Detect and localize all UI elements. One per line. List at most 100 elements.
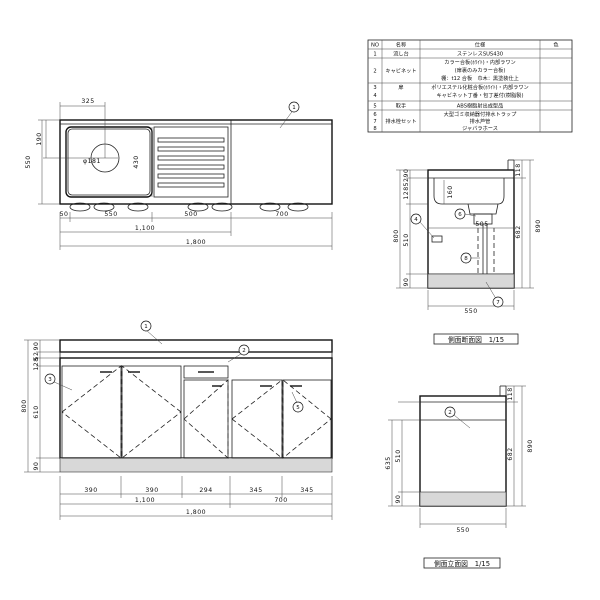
section-dim-depth: 550 <box>464 308 477 315</box>
table-row-3-spec-a: ポリエステル化粧合板(ﾎﾜｲﾄ)・内部ラワン <box>431 83 528 91</box>
plinth <box>59 457 333 473</box>
table-row-3-name: 扉 <box>398 83 403 91</box>
front-dim-overall: 1,800 <box>186 509 206 516</box>
callout-4-section <box>410 213 422 225</box>
top-dim-worktop: 700 <box>275 211 288 218</box>
callout-8-section-label: 8 <box>464 256 468 262</box>
callout-2-elevation-label: 2 <box>448 410 452 416</box>
front-dim-unit-a: 1,100 <box>135 497 155 504</box>
table-row-3-spec-b: キャビネット丁番・包丁差付(樹脂製) <box>436 91 523 99</box>
door-2 <box>121 365 182 459</box>
door-3 <box>183 379 229 459</box>
table-row-2-name: キャビネット <box>385 67 416 75</box>
front-dim-d4: 345 <box>249 487 262 494</box>
front-view: 90 52 128 610 90 800 390 390 294 345 345… <box>21 320 333 520</box>
table-row-6-spec-b: 排水芦管 <box>470 117 491 125</box>
section-dim-total-right: 890 <box>535 219 542 232</box>
table-row-6-spec-a: 大型ゴミ収納器付排水トラップ <box>444 110 517 118</box>
table-row-5-no: 5 <box>373 104 376 110</box>
callout-2-front-label: 2 <box>242 348 246 354</box>
top-dim-bowl-depth: 190 <box>36 132 43 145</box>
table-row-6-spec-c: ジャバラホース <box>462 125 498 132</box>
drawer <box>183 365 229 379</box>
callout-2-elevation <box>444 406 456 418</box>
callout-1-front <box>140 320 152 332</box>
elev-dim-inner: 682 <box>507 447 514 460</box>
callout-5-front <box>292 401 304 413</box>
elevation-caption: 側面立面図 1/15 <box>434 559 490 568</box>
section-dim-upper: 128 <box>403 186 410 199</box>
door-1 <box>61 365 122 459</box>
section-dim-bowl-depth: 160 <box>447 185 454 198</box>
table-row-3-no-b: 4 <box>373 93 377 99</box>
table-row-6-name: 排水栓セット <box>385 117 416 125</box>
table-row-1-no: 1 <box>373 52 376 58</box>
elev-dim-total-left: 635 <box>385 456 392 469</box>
door-5 <box>282 379 332 459</box>
callout-4-section-label: 4 <box>414 217 418 223</box>
side-section-view: 90 52 128 510 90 800 118 682 890 160 505… <box>393 159 542 345</box>
parts-table: NO 名称 仕様 色 1 流し台 ステンレスSUS430 2 キャビネット カラ… <box>367 39 573 133</box>
elev-dim-total-right: 890 <box>527 439 534 452</box>
table-header-color: 色 <box>553 41 558 49</box>
top-dim-drainboard: 500 <box>184 211 197 218</box>
section-dim-rail: 52 <box>403 178 410 187</box>
table-row-1-spec: ステンレスSUS430 <box>457 51 503 58</box>
callout-1-top <box>288 101 300 113</box>
section-dim-total: 800 <box>393 229 400 242</box>
front-dim-drawer: 128 <box>33 357 40 370</box>
door-4 <box>231 379 283 459</box>
front-dim-d1: 390 <box>84 487 97 494</box>
table-header-spec: 仕様 <box>475 41 486 49</box>
front-dim-d5: 345 <box>300 487 313 494</box>
callout-2-front <box>238 344 250 356</box>
top-dim-bowl-diameter: φ181 <box>83 158 101 165</box>
top-dim-bowl-length: 430 <box>133 155 140 168</box>
section-dim-inner: 682 <box>515 225 522 238</box>
top-dim-overall: 1,800 <box>186 239 206 246</box>
table-row-6-no-a: 6 <box>373 112 376 118</box>
callout-1-top-label: 1 <box>292 105 296 111</box>
table-row-6-no-c: 8 <box>373 126 376 132</box>
front-dim-unit-b: 700 <box>274 497 287 504</box>
table-row-1-name: 流し台 <box>393 50 409 58</box>
side-elevation-view: 635 510 90 118 682 890 550 2 側面立面図 1/15 <box>385 385 534 569</box>
drainboard-ribs <box>157 137 225 188</box>
leveling-feet <box>69 202 309 212</box>
elev-dim-top-right: 118 <box>507 387 514 400</box>
callout-1-front-label: 1 <box>144 324 148 330</box>
section-caption: 側面断面図 1/15 <box>448 335 504 344</box>
section-dim-cab-h: 510 <box>403 233 410 246</box>
top-dim-bowl-offset: 325 <box>81 98 94 105</box>
top-view: φ181 325 190 <box>25 98 333 250</box>
elev-dim-cab-h: 510 <box>395 449 402 462</box>
table-row-2-spec-c: 棚：t12 合板 巾木：黒塗装仕上 <box>441 74 519 82</box>
table-header-name: 名称 <box>396 41 406 49</box>
top-dim-edge: 50 <box>60 211 69 218</box>
elevation-caption-box <box>423 557 501 569</box>
table-row-6-no-b: 7 <box>373 119 376 125</box>
front-dim-base: 90 <box>33 462 40 471</box>
table-row-5-name: 取手 <box>396 102 406 110</box>
callout-5-front-label: 5 <box>296 405 300 411</box>
section-dim-offset: 505 <box>475 221 488 228</box>
table-row-2-spec-a: カラー合板(ﾎﾜｲﾄ)・内部ラワン <box>444 58 516 66</box>
table-row-2-no: 2 <box>373 69 376 75</box>
callout-3-front <box>44 373 56 385</box>
front-dim-top: 90 <box>33 342 40 351</box>
table-row-3-no-a: 3 <box>373 85 376 91</box>
section-dim-base: 90 <box>403 278 410 287</box>
front-dim-rail: 52 <box>33 352 40 361</box>
top-dim-sink-unit: 1,100 <box>135 225 155 232</box>
callout-7-section-label: 7 <box>496 300 500 306</box>
front-dim-d2: 390 <box>145 487 158 494</box>
table-row-5-spec: ABS樹脂射出成型品 <box>457 102 504 110</box>
section-dim-top: 90 <box>403 169 410 178</box>
top-dim-bowl-width: 550 <box>104 211 117 218</box>
front-dim-total: 800 <box>21 399 28 412</box>
elev-dim-depth: 550 <box>456 527 469 534</box>
table-row-2-spec-b: (扉裏のみカラー合板) <box>455 66 506 74</box>
section-dim-top-right: 118 <box>515 163 522 176</box>
table-header-no: NO <box>371 43 379 49</box>
